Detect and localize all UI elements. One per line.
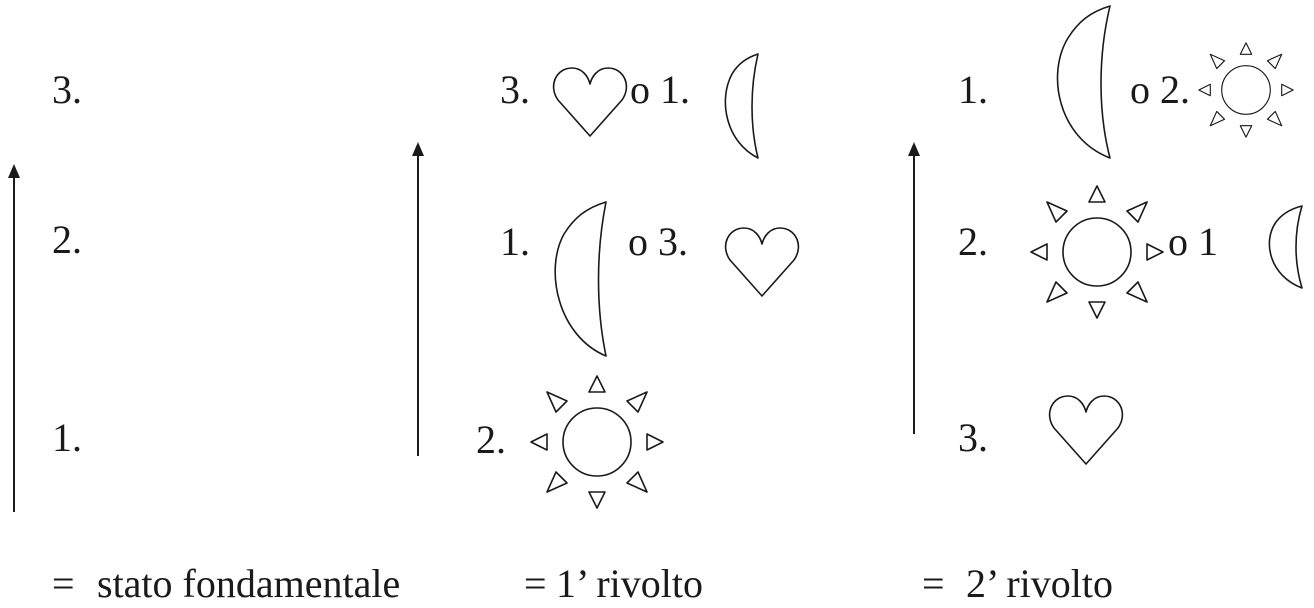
crescent-moon-icon <box>554 201 607 357</box>
caption-eq-3: = <box>922 561 945 606</box>
col2-mid-number: 1. <box>500 219 530 264</box>
col2-top-alternative: o 1. <box>630 67 690 112</box>
crescent-moon-icon <box>1056 5 1111 159</box>
caption-second-inversion: 2’ rivolto <box>966 561 1114 606</box>
col2-mid-alternative: o 3. <box>628 219 688 264</box>
degree-3-label: 3. <box>52 67 82 112</box>
col3-mid-number: 2. <box>958 219 988 264</box>
ascending-arrow-2 <box>412 142 424 456</box>
crescent-moon-icon <box>1268 205 1303 289</box>
col3-mid-alternative: o 1 <box>1168 219 1218 264</box>
sun-icon <box>1030 185 1164 319</box>
caption-eq-1: = <box>52 561 75 606</box>
caption-first-inversion: 1’ rivolto <box>556 561 704 606</box>
col2-top-number: 3. <box>500 67 530 112</box>
col2-bottom-number: 2. <box>476 417 506 462</box>
degree-2-label: 2. <box>52 217 82 262</box>
heart-icon <box>1048 395 1124 465</box>
caption-root-position: stato fondamentale <box>97 561 401 606</box>
ascending-arrow-1 <box>8 164 20 512</box>
col3-top-number: 1. <box>958 67 988 112</box>
col3-top-alternative: o 2. <box>1130 67 1190 112</box>
caption-eq-2: = <box>524 561 547 606</box>
sun-icon <box>530 375 664 509</box>
heart-icon <box>724 227 800 297</box>
ascending-arrow-3 <box>908 142 920 434</box>
crescent-moon-icon <box>724 53 759 159</box>
heart-icon <box>552 67 628 137</box>
degree-1-label: 1. <box>52 415 82 460</box>
col3-bottom-number: 3. <box>958 415 988 460</box>
sun-icon <box>1198 42 1294 138</box>
